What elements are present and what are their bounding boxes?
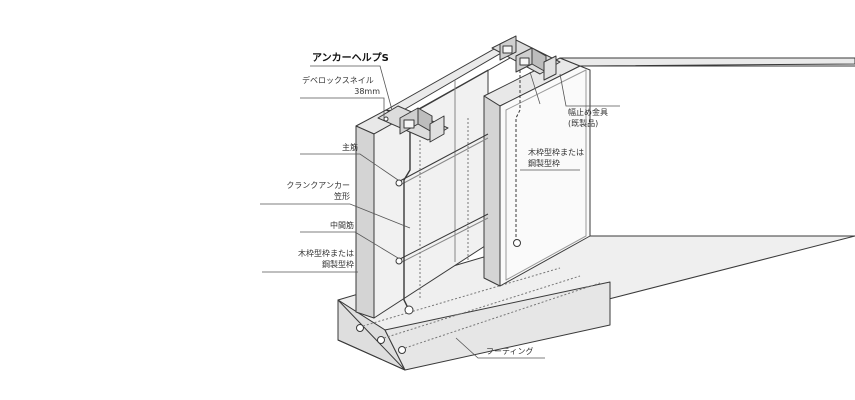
footing-block	[337, 235, 855, 371]
footing-rebar-end	[356, 324, 364, 332]
leader-footing	[455, 337, 545, 359]
anchor-rod-end-right	[513, 239, 521, 247]
horizontal-rebar-shadow	[401, 137, 489, 263]
right-formwork-side	[483, 95, 501, 287]
label-nail-size: 38mm	[354, 87, 380, 96]
leader-crank-anchor	[260, 203, 411, 229]
label-formwork-left-1: 木枠型枠または	[298, 249, 354, 258]
anchor-rod	[403, 128, 411, 309]
wall-rebars	[395, 118, 489, 300]
main-rebar-end	[395, 179, 403, 187]
crank-anchor-right	[513, 70, 521, 247]
left-formwork-edge	[403, 57, 511, 119]
right-formwork-face	[499, 65, 591, 287]
leader-middle-rebar	[300, 231, 399, 259]
middle-rebar-end	[395, 257, 403, 265]
anchor-help-clamp-right	[491, 35, 561, 81]
label-crank-anchor-2: 笠形	[334, 192, 350, 201]
label-nail-name: デベロックスネイル	[302, 76, 374, 85]
footing-rebars	[356, 267, 601, 354]
right-formwork-top-rail	[559, 57, 855, 67]
leader-width-fitting-2	[529, 71, 541, 105]
clamp-bolt	[519, 57, 530, 66]
horizontal-rebar	[397, 133, 489, 261]
leader-width-fitting	[559, 73, 620, 107]
leader-lines	[260, 65, 620, 359]
footing-edge	[337, 299, 406, 371]
label-crank-anchor-1: クランクアンカー	[286, 181, 350, 190]
right-formwork-inner	[505, 69, 587, 281]
footing-rebar-end	[398, 346, 406, 354]
footing-front	[384, 281, 611, 371]
label-main-rebar: 主筋	[342, 143, 358, 152]
label-width-fitting-1: 幅止め金具	[568, 108, 608, 117]
anchor-help-clamp-left	[377, 105, 449, 143]
anchor-rod-end	[404, 305, 414, 315]
right-formwork	[483, 57, 855, 287]
vertical-rebar-hidden	[419, 118, 469, 300]
label-anchor-help: アンカーヘルプS	[312, 53, 389, 64]
anchor-rod-hidden	[515, 70, 521, 240]
label-footing: フーティング	[486, 347, 534, 356]
label-formwork-right-1: 木枠型枠または	[528, 148, 584, 157]
label-formwork-left-2: 鋼製型枠	[322, 260, 354, 269]
crank-anchor-left	[403, 128, 414, 315]
leader-anchor-help	[310, 65, 393, 111]
leader-nail	[300, 97, 385, 118]
leader-main-rebar	[300, 153, 399, 181]
label-formwork-right-2: 鋼製型枠	[528, 159, 560, 168]
left-formwork-side	[355, 125, 375, 319]
label-width-fitting-2: (既製品)	[568, 119, 599, 128]
clamp-bolt	[403, 119, 415, 129]
clamp-bolt	[502, 45, 513, 54]
clamp-tab	[543, 55, 557, 81]
nail-head	[383, 116, 389, 122]
label-middle-rebar: 中間筋	[330, 221, 354, 230]
footing-rebar-end	[377, 336, 385, 344]
clamp-tab	[429, 115, 445, 143]
